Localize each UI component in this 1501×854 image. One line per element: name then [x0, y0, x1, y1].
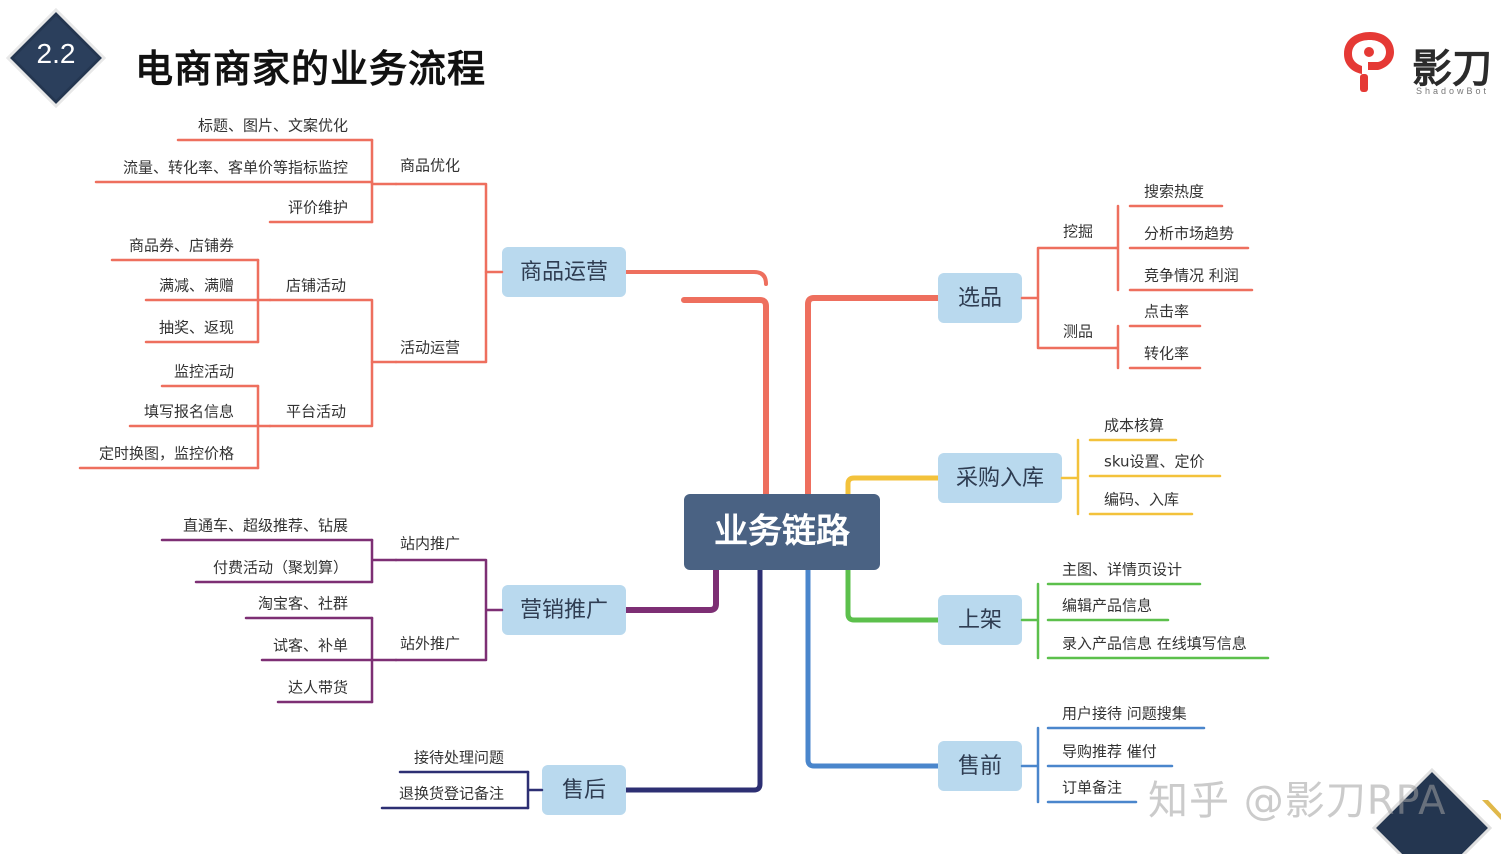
- group-label: 活动运营: [400, 339, 460, 357]
- root-node: [684, 494, 880, 570]
- leaf-node: 搜索热度: [1144, 183, 1204, 201]
- leaf-node: 流量、转化率、客单价等指标监控: [123, 159, 348, 177]
- root-node-label: 业务链路: [714, 512, 851, 552]
- brand-subtitle: ShadowBot: [1416, 86, 1490, 96]
- connector-youhua-items: [370, 138, 398, 186]
- leaf-node: 试客、补单: [273, 637, 348, 655]
- node-xuanpin: [938, 273, 1022, 323]
- leaf-node: 主图、详情页设计: [1062, 561, 1182, 579]
- node-yingxiao-label: 营销推广: [520, 598, 608, 623]
- leaf-node: 监控活动: [174, 363, 234, 381]
- leaf-node: sku设置、定价: [1104, 453, 1205, 471]
- trunk-yingxiao: [623, 565, 719, 613]
- leaf-node: 商品券、店铺券: [129, 237, 234, 255]
- connector-zhanwai-items: [370, 616, 398, 704]
- section-number: 2.2: [36, 38, 76, 69]
- leaf-node: 竞争情况 利润: [1144, 267, 1239, 285]
- node-shangpin-label: 商品运营: [520, 260, 608, 285]
- group-label: 挖掘: [1063, 223, 1093, 241]
- group-label: 测品: [1063, 323, 1093, 341]
- trunk-shangjia: [845, 565, 943, 623]
- node-shangjia: [938, 595, 1022, 645]
- group-label: 商品优化: [400, 157, 460, 175]
- node-shouqian-label: 售前: [958, 754, 1002, 779]
- leaf-node: 付费活动（聚划算）: [213, 559, 348, 577]
- brand-name: 影刀: [1412, 46, 1492, 92]
- connector-huodong-pingtai: [268, 360, 374, 428]
- trunk-shouqian: [805, 565, 943, 769]
- leaf-node: 转化率: [1144, 345, 1189, 363]
- leaf-node: 达人带货: [288, 679, 348, 697]
- connector-dianpu-items: [256, 258, 272, 344]
- trunk-shangpin-link: [618, 270, 768, 286]
- group-label: 站外推广: [400, 635, 460, 653]
- watermark: 知乎 @影刀RPA: [1148, 778, 1447, 824]
- node-shouhou: [542, 765, 626, 815]
- leaf-node: 抽奖、返现: [159, 319, 234, 337]
- section-badge: [5, 7, 107, 109]
- connector-pingtai-items: [256, 384, 272, 470]
- leaf-node: 淘宝客、社群: [258, 595, 348, 613]
- trunk-caigou: [845, 475, 943, 499]
- connector-caigou-items: [1060, 438, 1080, 516]
- leaf-node: 定时换图，监控价格: [99, 445, 234, 463]
- node-shangjia-label: 上架: [958, 608, 1002, 633]
- corner-decoration-icon: [1371, 767, 1501, 854]
- connector-shangpin-youhua: [394, 182, 504, 274]
- connector-shouqian-items: [1020, 726, 1040, 804]
- leaf-node: 退换货登记备注: [399, 785, 504, 803]
- leaf-node: 用户接待 问题搜集: [1062, 705, 1187, 723]
- connector-xuanpin-groups: [1020, 246, 1118, 350]
- leaf-node: 评价维护: [288, 199, 348, 217]
- leaf-node: 编码、入库: [1104, 491, 1179, 509]
- leaf-node: 订单备注: [1062, 779, 1122, 797]
- trunk-shangpin: [681, 297, 769, 499]
- connector-wajue-items: [1114, 204, 1120, 292]
- group-label: 店铺活动: [286, 277, 346, 295]
- connector-cepin-items: [1114, 324, 1120, 370]
- trunk-xuanpin: [805, 295, 943, 499]
- node-shangpin: [502, 247, 626, 297]
- group-label: 站内推广: [400, 535, 460, 553]
- trunk-shouhou: [623, 565, 763, 793]
- connector-yingxiao-groups: [394, 558, 504, 662]
- connector-zhannei-items: [370, 538, 398, 584]
- node-xuanpin-label: 选品: [958, 286, 1002, 311]
- connector-shouhou-items: [526, 770, 544, 810]
- page-title: 电商商家的业务流程: [135, 47, 487, 91]
- connector-huodong-dianpu: [268, 298, 398, 364]
- leaf-node: 编辑产品信息: [1062, 597, 1152, 615]
- leaf-node: 满减、满赠: [159, 277, 234, 295]
- node-caigou-label: 采购入库: [956, 466, 1044, 491]
- leaf-node: 填写报名信息: [144, 403, 234, 421]
- leaf-node: 接待处理问题: [414, 749, 504, 767]
- leaf-node: 点击率: [1144, 303, 1189, 321]
- leaf-node: 成本核算: [1104, 417, 1164, 435]
- brand-logo-icon: [1344, 32, 1394, 92]
- group-label: 平台活动: [286, 403, 346, 421]
- connector-shangjia-items: [1020, 582, 1040, 660]
- leaf-node: 标题、图片、文案优化: [198, 117, 348, 135]
- leaf-node: 录入产品信息 在线填写信息: [1062, 635, 1247, 653]
- leaf-node: 分析市场趋势: [1144, 225, 1234, 243]
- node-caigou: [938, 453, 1062, 503]
- node-shouhou-label: 售后: [562, 778, 606, 803]
- leaf-node: 导购推荐 催付: [1062, 743, 1157, 761]
- node-shouqian: [938, 741, 1022, 791]
- leaf-node: 直通车、超级推荐、钻展: [183, 517, 348, 535]
- node-yingxiao: [502, 585, 626, 635]
- connector-shangpin-huodong: [394, 270, 488, 364]
